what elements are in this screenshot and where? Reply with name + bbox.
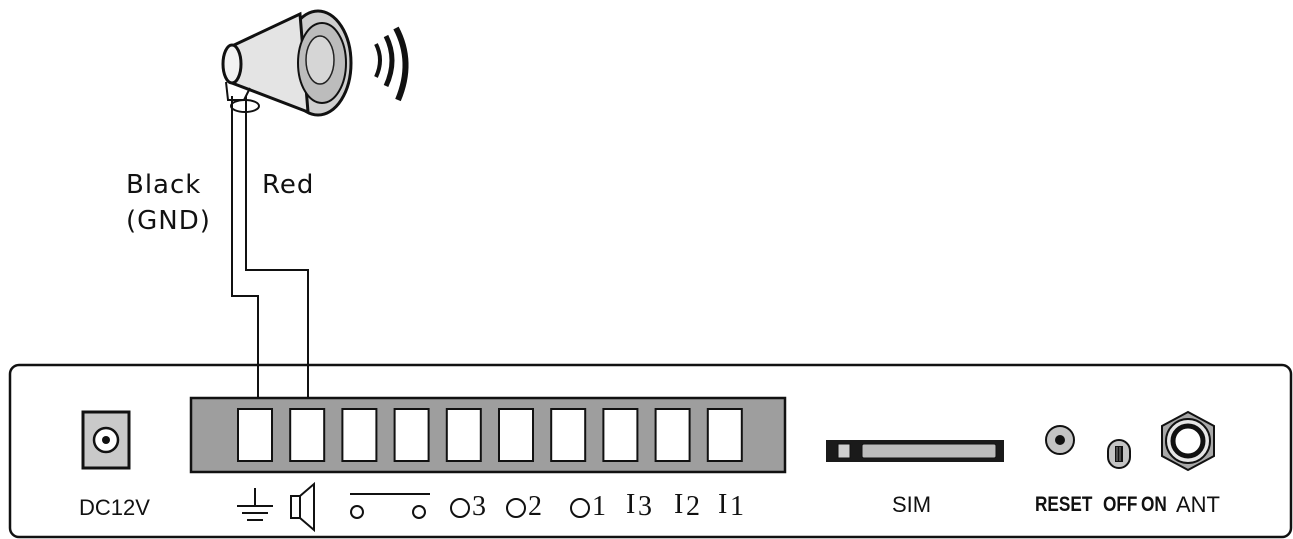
output-3-label: 3 xyxy=(472,491,486,522)
terminal-slots xyxy=(237,408,743,462)
speaker-symbol-icon xyxy=(290,481,315,533)
terminal-slot-6 xyxy=(498,408,534,462)
power-switch-icon xyxy=(1107,439,1131,469)
output-2-label: 2 xyxy=(528,491,542,522)
black-gnd-wire xyxy=(231,96,259,400)
sound-waves-icon xyxy=(374,26,409,102)
input-3-bar-icon: I xyxy=(626,489,636,520)
output-circle-icons xyxy=(450,498,590,518)
terminal-slot-10 xyxy=(706,408,743,462)
relay-contact-icon xyxy=(350,493,430,519)
output-1-circle-icon xyxy=(570,498,590,518)
input-1-label: 1 xyxy=(730,491,744,522)
terminal-block xyxy=(189,396,787,474)
terminal-slot-4 xyxy=(393,408,430,462)
output-1-label: 1 xyxy=(592,491,606,522)
black-wire-label: Black xyxy=(126,170,202,200)
terminal-slot-8 xyxy=(602,408,639,462)
sim-label: SIM xyxy=(892,492,932,517)
horn-speaker-icon xyxy=(221,9,353,117)
gnd-wire-label: (GND) xyxy=(126,206,211,236)
input-3-label: 3 xyxy=(638,491,652,522)
input-1-bar-icon: I xyxy=(718,489,728,520)
antenna-connector-icon xyxy=(1161,410,1215,472)
dc-jack-icon xyxy=(81,410,131,470)
output-3-circle-icon xyxy=(450,498,470,518)
reset-label: RESET xyxy=(1035,493,1093,516)
red-wire-label: Red xyxy=(262,170,315,200)
terminal-slot-2 xyxy=(289,408,326,462)
terminal-slot-1 xyxy=(237,408,273,462)
terminal-slot-3 xyxy=(341,408,378,462)
device-panel xyxy=(8,363,1293,539)
on-label: ON xyxy=(1141,493,1167,516)
reset-button-icon xyxy=(1045,425,1075,455)
off-label: OFF xyxy=(1103,493,1138,516)
dc12v-label: DC12V xyxy=(79,495,150,520)
terminal-slot-7 xyxy=(550,408,587,462)
ground-symbol-icon xyxy=(237,488,273,521)
terminal-slot-9 xyxy=(654,408,691,462)
sim-slot-icon xyxy=(826,440,1004,462)
input-2-label: 2 xyxy=(686,491,700,522)
red-wire xyxy=(245,96,309,400)
input-2-bar-icon: I xyxy=(674,489,684,520)
terminal-slot-5 xyxy=(445,408,482,462)
ant-label: ANT xyxy=(1176,492,1220,517)
output-2-circle-icon xyxy=(506,498,526,518)
